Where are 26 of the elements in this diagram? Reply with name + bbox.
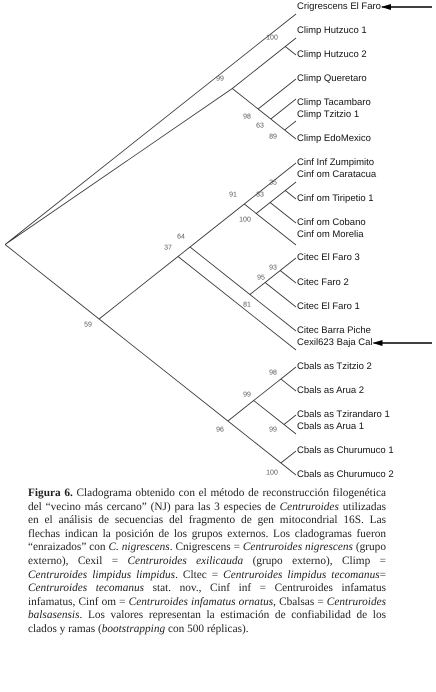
taxon-label: Cbals as Arua 2 bbox=[297, 385, 364, 397]
taxon-label: Climp Queretaro bbox=[297, 73, 367, 85]
taxon-label: Cinf om Caratacua bbox=[297, 169, 376, 181]
figure-caption: Figura 6. Cladograma obtenido con el método de reconstrucción filogenética del “vecino más cercano” (NJ) para las 3 especies de Centruroides utilizadas en el análisis de secuencias del fragmento de gen mitocondrial 16S. Las flechas indican la posición de los grupos externos. Los cladogramas fueron “enraizados” con C. nigrescens. Cnigrescens = Centruroides nigrescens (grupo externo), Cexil = Centruroides exilicauda (grupo externo), Climp = Centruroides limpidus limpidus. Cltec = Centruroides limpidus tecomanus= Centruroides tecomanus stat. nov., Cinf inf = Centruroides infamatus infamatus, Cinf om = Centruroides infamatus ornatus, Cbalsas = Centruroides balsasensis. Los valores representan la estimación de confiabilidad de los clados y ramas (bootstrapping con 500 réplicas). bbox=[28, 487, 386, 637]
taxon-label: Cinf Inf Zumpimito bbox=[297, 157, 374, 169]
taxon-label: Cinf om Cobano bbox=[297, 217, 366, 229]
arrow bbox=[380, 4, 432, 10]
taxon-label: Cbals as Arua 1 bbox=[297, 421, 364, 433]
taxon-label: Citec El Faro 1 bbox=[297, 301, 360, 313]
taxon-label: Cbals as Churumuco 2 bbox=[297, 469, 394, 481]
taxon-label: Crigrescens El Faro bbox=[297, 1, 381, 13]
taxon-label: Climp Hutzuco 2 bbox=[297, 49, 367, 61]
taxon-label: Climp Tzitzio 1 bbox=[297, 109, 360, 121]
taxon-label: Cbals as Tzirandaro 1 bbox=[297, 409, 390, 421]
arrow bbox=[372, 340, 432, 346]
taxon-label: Cexil623 Baja Cal bbox=[297, 337, 373, 349]
taxon-label: Cbals as Tzitzio 2 bbox=[297, 361, 372, 373]
taxon-label: Cinf om Tiripetio 1 bbox=[297, 193, 374, 205]
taxon-label: Citec Faro 2 bbox=[297, 277, 349, 289]
taxon-label: Citec Barra Piche bbox=[297, 325, 371, 337]
taxon-label: Cbals as Churumuco 1 bbox=[297, 445, 394, 457]
taxon-label: Climp Tacambaro bbox=[297, 97, 371, 109]
taxon-label: Cinf om Morelia bbox=[297, 229, 364, 241]
taxon-label: Citec El Faro 3 bbox=[297, 252, 360, 264]
taxon-label: Climp Hutzuco 1 bbox=[297, 25, 367, 37]
taxon-label: Climp EdoMexico bbox=[297, 133, 371, 145]
